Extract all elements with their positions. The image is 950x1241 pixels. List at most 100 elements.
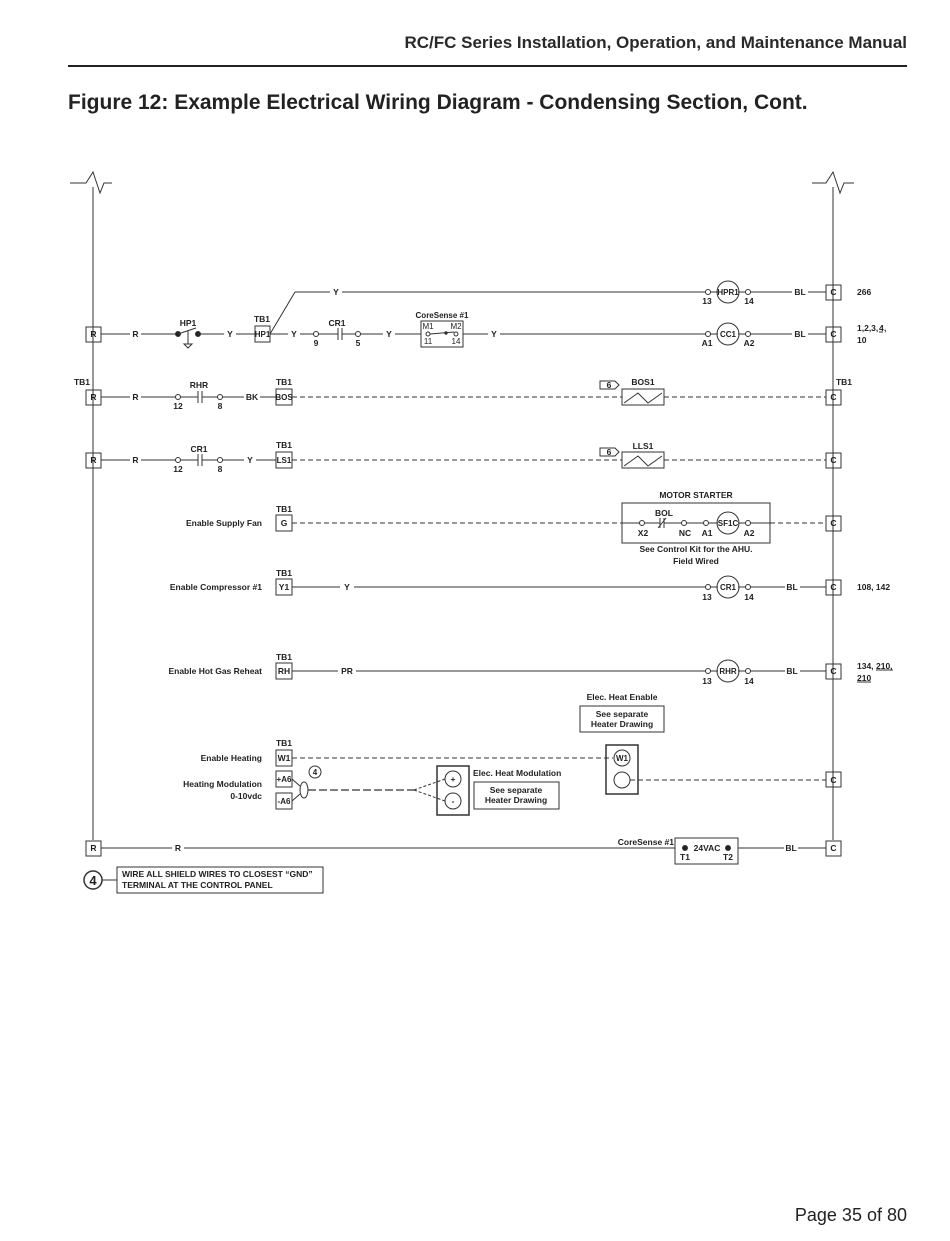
diagram-label: , (884, 323, 886, 333)
cc1-label: CC1 (720, 330, 737, 339)
diagram-label: - (452, 796, 455, 806)
coresense-label: CoreSense #1 (416, 311, 469, 320)
wire-segment (623, 392, 663, 404)
wire-segment (425, 331, 431, 337)
wire-segment (682, 845, 688, 851)
a6-minus-label: -A6 (278, 797, 291, 806)
rail-c-label-9: C (830, 843, 836, 853)
wire-segment (745, 520, 751, 526)
y1-terminal-label: Y1 (279, 582, 290, 592)
ref-266: 266 (857, 287, 871, 297)
wire-segment (705, 668, 711, 674)
header-rule (68, 65, 907, 67)
wire-segment (444, 331, 448, 335)
wire-segment (657, 517, 667, 529)
wire-segment (182, 343, 194, 349)
diagram-label: 9 (314, 338, 319, 348)
ref-210a: 210, (876, 661, 893, 671)
rail-c-label-5: C (830, 518, 836, 528)
wire-segment (355, 331, 361, 337)
diagram-label: See separate (596, 709, 649, 719)
wire-segment (217, 457, 223, 463)
g-terminal-label: G (281, 518, 288, 528)
terminal-c-r9 (825, 840, 842, 857)
terminal-c-r5 (825, 515, 842, 532)
hpr1-label: HPR1 (717, 288, 739, 297)
diagram-label: T1 (680, 852, 690, 862)
hp1-switch-label: HP1 (180, 318, 197, 328)
wire-segment (291, 778, 301, 787)
hp1-terminal-label: HP1 (255, 330, 271, 339)
diagram-label: 6 (607, 380, 612, 390)
diagram-label: R (132, 455, 138, 465)
wire-segment (623, 455, 663, 467)
enable-supply-fan-label: Enable Supply Fan (186, 518, 262, 528)
wire-segment (175, 394, 181, 400)
diagram-label: Y (227, 329, 233, 339)
ref-123: 1,2,3, (857, 323, 878, 333)
rhr-contact-label: RHR (190, 380, 208, 390)
diagram-label: Y (386, 329, 392, 339)
diagram-label: Heater Drawing (485, 795, 547, 805)
diagram-label: 4 (313, 768, 318, 777)
diagram-label: 13 (702, 296, 712, 306)
diagram-label: 14 (744, 296, 754, 306)
bos1-label: BOS1 (631, 377, 654, 387)
wire-segment (745, 289, 751, 295)
diagram-label: 8 (218, 464, 223, 474)
diagram-label: 14 (744, 676, 754, 686)
heater-box (605, 744, 639, 795)
diagram-label: Y (291, 329, 297, 339)
diagram-label: BK (246, 392, 259, 402)
diagram-label: R (132, 329, 138, 339)
wire-segment (705, 331, 711, 337)
wire-segment (705, 584, 711, 590)
rhr-label: RHR (719, 667, 737, 676)
diagram-label: M1 (422, 322, 434, 331)
wire-segment (639, 520, 645, 526)
rail-c-label-8: C (830, 775, 836, 785)
wire-segment (745, 584, 751, 590)
tag-6-lls1 (599, 447, 620, 457)
wire-segment (177, 327, 197, 335)
diagram-label: + (451, 774, 456, 784)
motor-starter-label: MOTOR STARTER (659, 490, 732, 500)
wire-segment (313, 331, 319, 337)
rh-terminal-label: RH (278, 666, 290, 676)
diagram-label: See separate (490, 785, 543, 795)
wire-segment (291, 793, 301, 802)
diagram-label: Y (333, 287, 339, 297)
note-line-2: TERMINAL AT THE CONTROL PANEL (122, 880, 273, 890)
vdc-label: 0-10vdc (230, 791, 262, 801)
rail-r-label-4: R (90, 843, 96, 853)
wire-segment (453, 331, 459, 337)
diagram-label: A1 (702, 338, 713, 348)
diagram-label: PR (341, 666, 353, 676)
wire-segment (725, 845, 731, 851)
w1-heater-label: W1 (616, 754, 629, 763)
rail-r-label-1: R (90, 329, 96, 339)
wire-segment (429, 331, 455, 335)
lls1-label: LLS1 (633, 441, 654, 451)
diagram-label: BL (786, 666, 797, 676)
terminal-c-r3 (825, 389, 842, 406)
diagram-label: M2 (450, 322, 462, 331)
heat-enable-note-box (579, 705, 665, 733)
wire-segment (681, 520, 687, 526)
enable-hot-gas-label: Enable Hot Gas Reheat (168, 666, 262, 676)
tb1-hp1: TB1 (254, 314, 270, 324)
rail-r-label-3: R (90, 455, 96, 465)
bos-terminal-label: BOS (275, 393, 293, 402)
diagram-label: 14 (744, 592, 754, 602)
diagram-label: 14 (452, 337, 461, 346)
ref-210b: 210 (857, 673, 871, 683)
control-kit-label: See Control Kit for the AHU. (639, 544, 752, 554)
rail-c-label-1: C (830, 287, 836, 297)
diagram-label: 12 (173, 401, 183, 411)
tb1-ls1: TB1 (276, 440, 292, 450)
rail-c-label-7: C (830, 666, 836, 676)
field-wired-label: Field Wired (673, 556, 719, 566)
ref-134: 134, (857, 661, 874, 671)
note-box (116, 866, 324, 894)
